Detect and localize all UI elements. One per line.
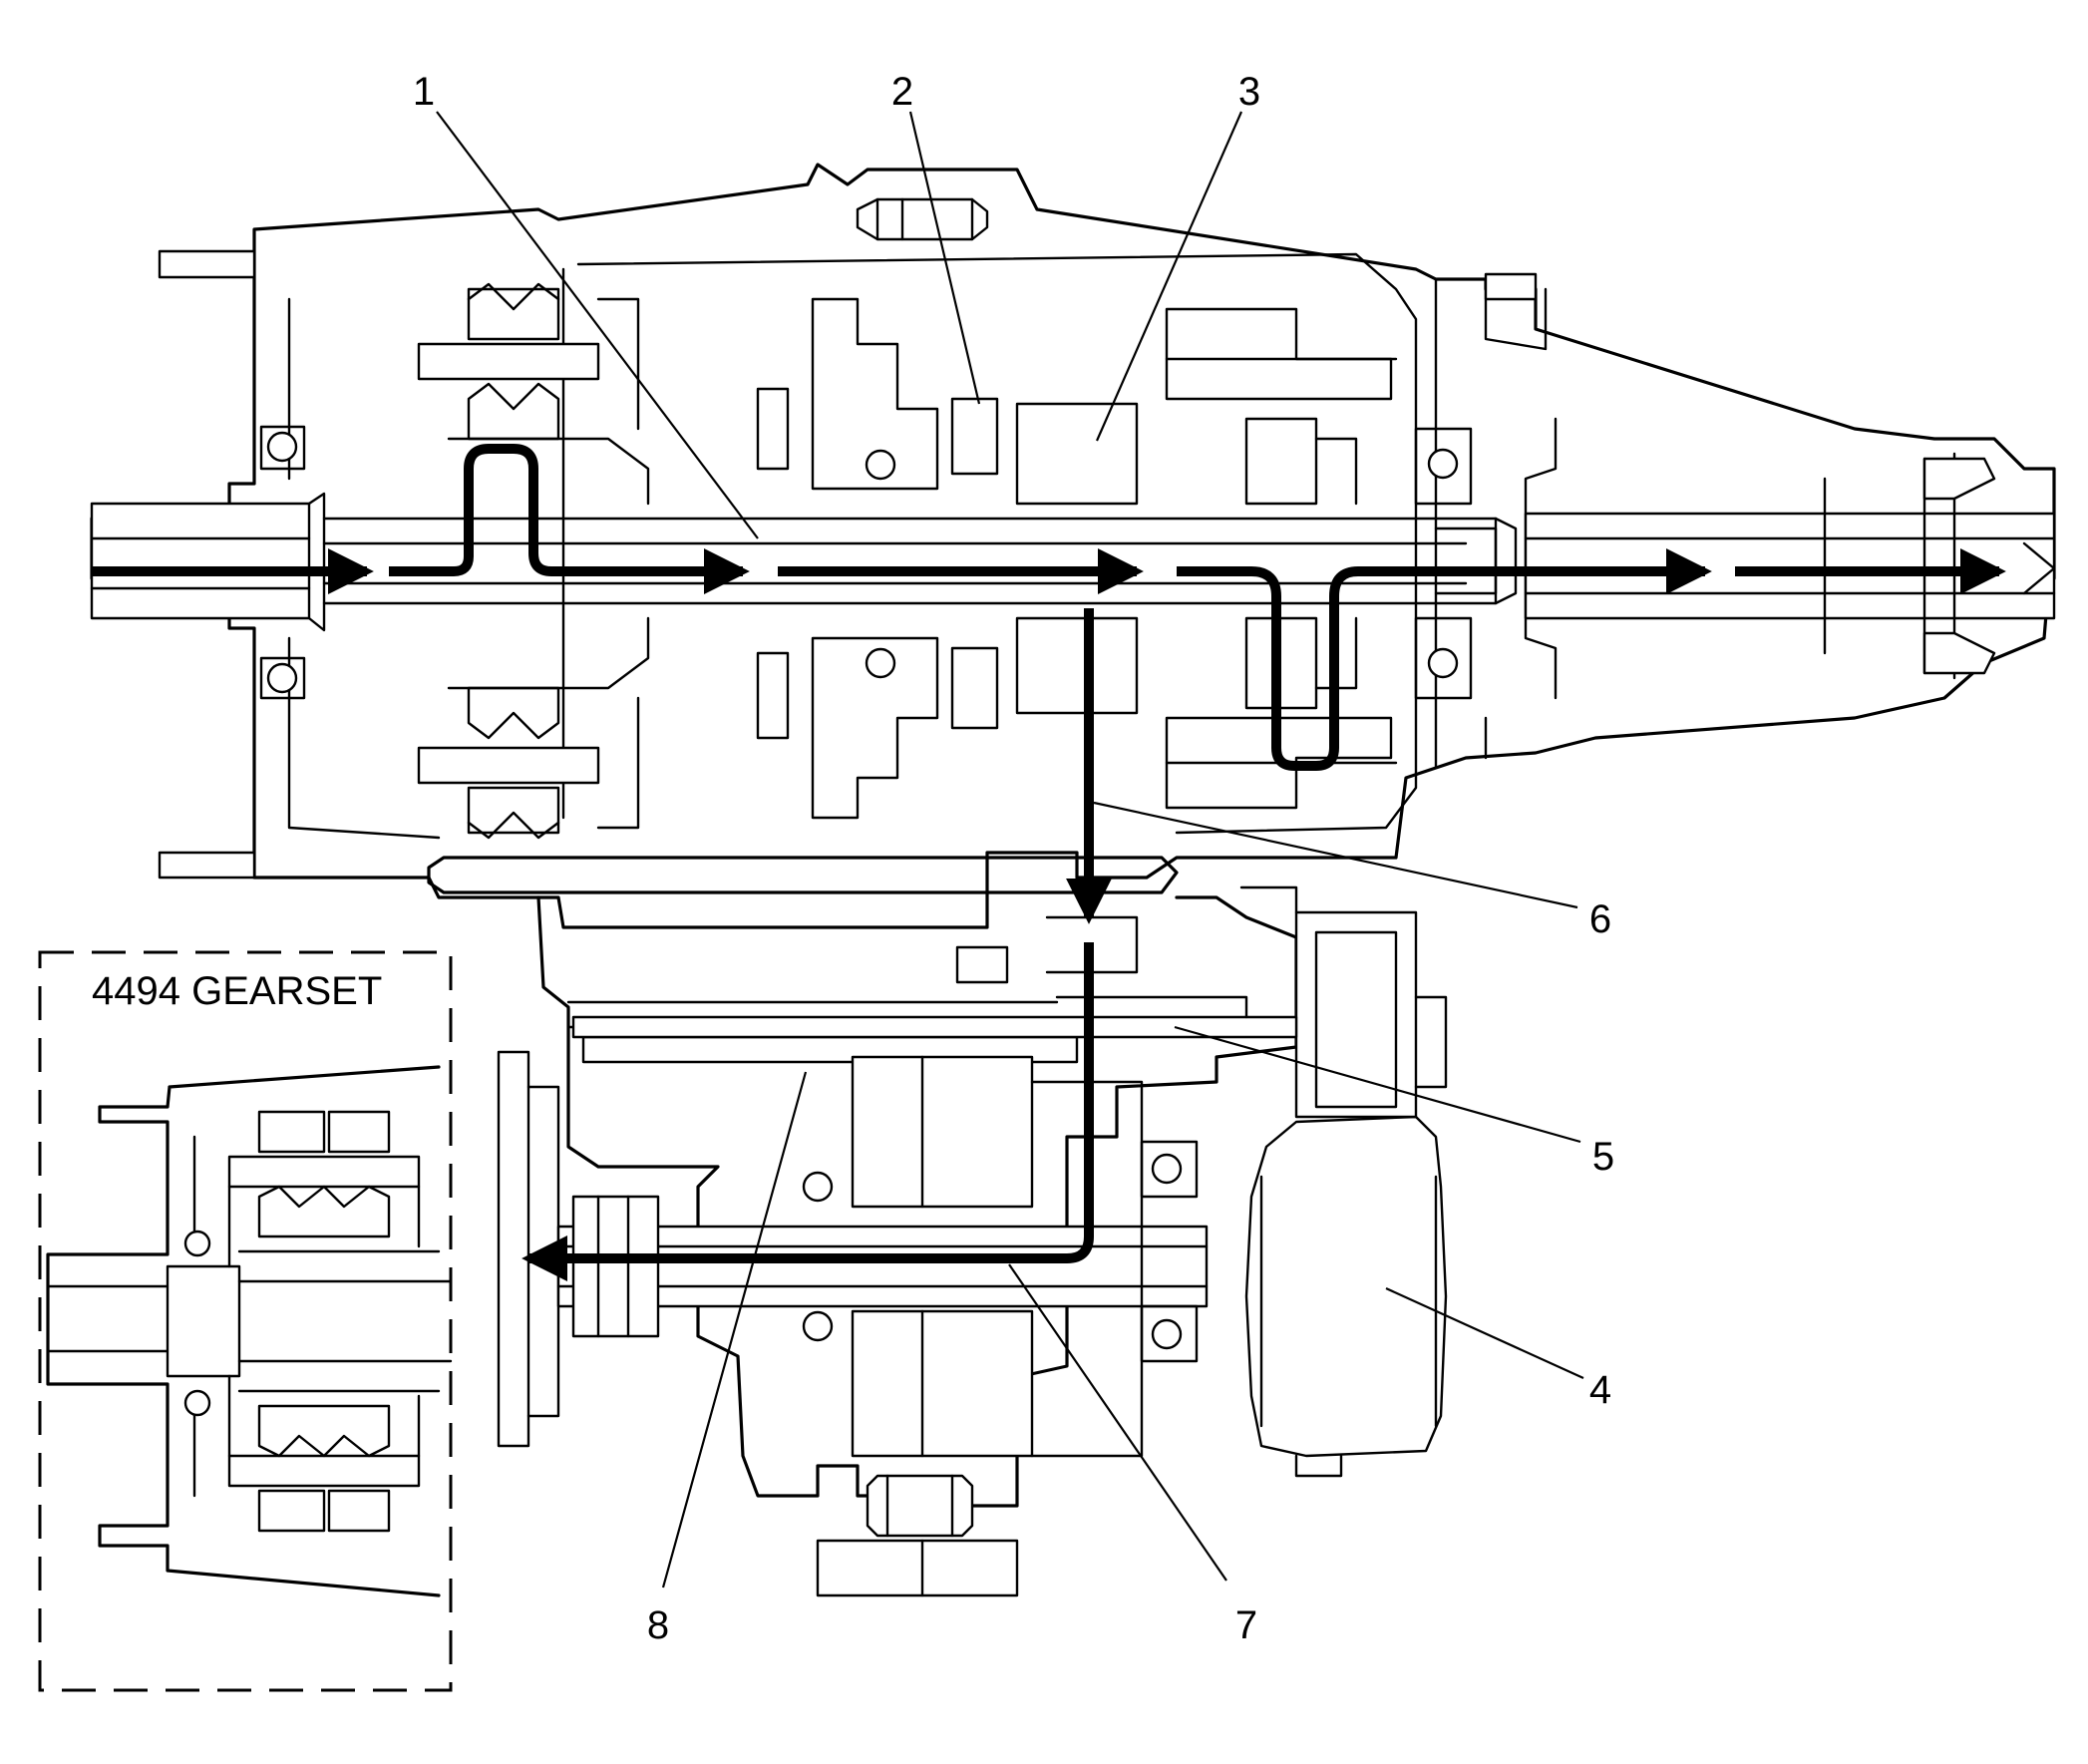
clutch-pack	[1165, 307, 1473, 810]
callout-3: 3	[1238, 70, 1260, 114]
leader-line-3	[1095, 111, 1243, 442]
callout-4: 4	[1589, 1368, 1611, 1412]
leader-line-6	[1093, 801, 1578, 909]
callout-5: 5	[1592, 1135, 1614, 1179]
callout-8: 8	[647, 1603, 669, 1647]
callouts: 1 2 3 4 5 6 7 8	[413, 70, 1614, 1647]
input-shaft	[90, 492, 1518, 632]
shift-rail	[571, 915, 1298, 1039]
callout-7: 7	[1235, 1603, 1257, 1647]
planetary-gearset	[259, 282, 650, 840]
shift-motor	[1239, 885, 1448, 1478]
flow-arrow-clutch	[1177, 548, 1712, 771]
power-flow-paths	[92, 444, 2006, 1281]
leader-line-5	[1174, 1025, 1581, 1144]
inset-title: 4494 GEARSET	[92, 969, 382, 1013]
leader-line-2	[908, 111, 981, 405]
leader-line-4	[1385, 1286, 1584, 1380]
range-shift-components	[756, 297, 1139, 820]
inset-dashed-frame	[38, 950, 453, 1692]
flow-arrow-front-output	[522, 942, 1094, 1281]
flow-arrow-planetary	[389, 444, 750, 594]
rear-output-yoke	[1524, 452, 2056, 680]
leader-line-1	[436, 111, 759, 539]
inset-4494-gearset: 4494 GEARSET	[38, 950, 453, 1692]
leader-line-7	[1008, 1263, 1227, 1582]
callout-1: 1	[413, 70, 435, 114]
callout-2: 2	[891, 70, 913, 114]
main-housing	[90, 163, 2056, 929]
lower-housing	[427, 856, 1298, 1597]
leader-line-8	[661, 1071, 808, 1588]
callout-6: 6	[1589, 897, 1611, 941]
